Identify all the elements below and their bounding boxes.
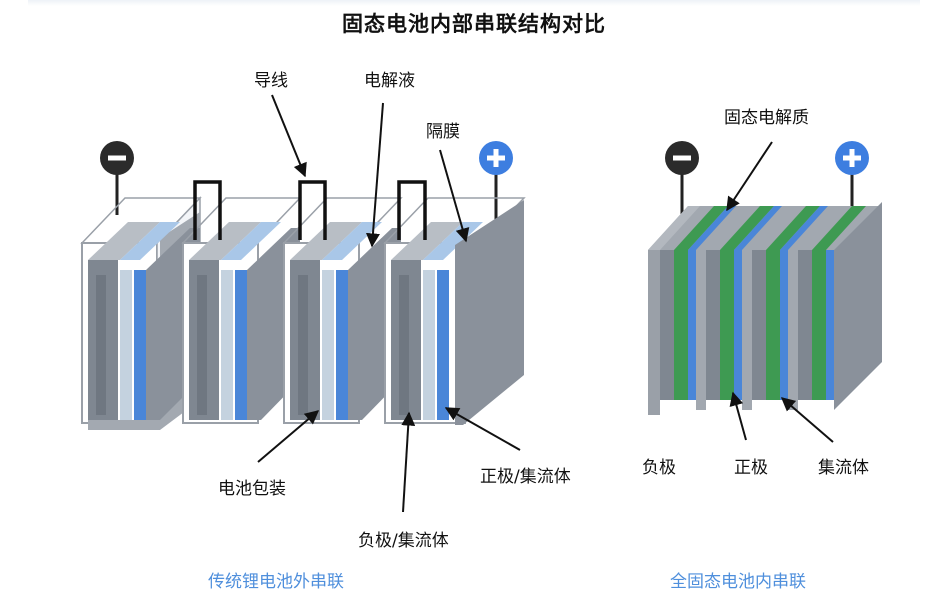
label-cathode-collector: 正极/集流体 [480, 467, 571, 487]
arrow-solid-cathode [729, 391, 747, 441]
label-solid-anode: 负极 [642, 458, 676, 478]
arrow-electrolyte [365, 102, 384, 248]
top-bar [28, 0, 920, 6]
label-separator: 隔膜 [426, 122, 460, 142]
label-solid-cathode: 正极 [734, 458, 768, 478]
page-title: 固态电池内部串联结构对比 [342, 12, 606, 36]
arrow-packaging [257, 410, 320, 463]
label-packaging: 电池包装 [218, 479, 286, 499]
arrow-solid-collector [780, 397, 834, 443]
plus-terminal-icon [479, 141, 513, 175]
arrow-anode [401, 411, 416, 513]
solid-plus-terminal-icon [835, 141, 869, 175]
arrow-separator [439, 149, 470, 243]
label-electrolyte: 电解液 [364, 71, 415, 91]
label-solid-collector: 集流体 [818, 458, 869, 478]
label-wire: 导线 [254, 71, 288, 91]
cell-4 [383, 197, 526, 425]
minus-terminal-icon [100, 141, 134, 175]
arrow-solid-electrolyte [726, 141, 773, 212]
label-anode-collector: 负极/集流体 [358, 531, 449, 551]
wire-1 [193, 180, 222, 240]
solid-minus-terminal-icon [665, 141, 699, 175]
wire-3 [397, 180, 427, 240]
arrow-cathode [444, 407, 521, 451]
traditional-battery-pack [80, 94, 526, 513]
caption-traditional: 传统锂电池外串联 [208, 572, 344, 592]
wire-2 [298, 180, 327, 240]
label-solid-electrolyte: 固态电解质 [724, 108, 809, 128]
caption-solid-state: 全固态电池内串联 [670, 572, 806, 592]
arrow-wire [271, 94, 307, 178]
solid-state-battery-stack [648, 141, 882, 443]
